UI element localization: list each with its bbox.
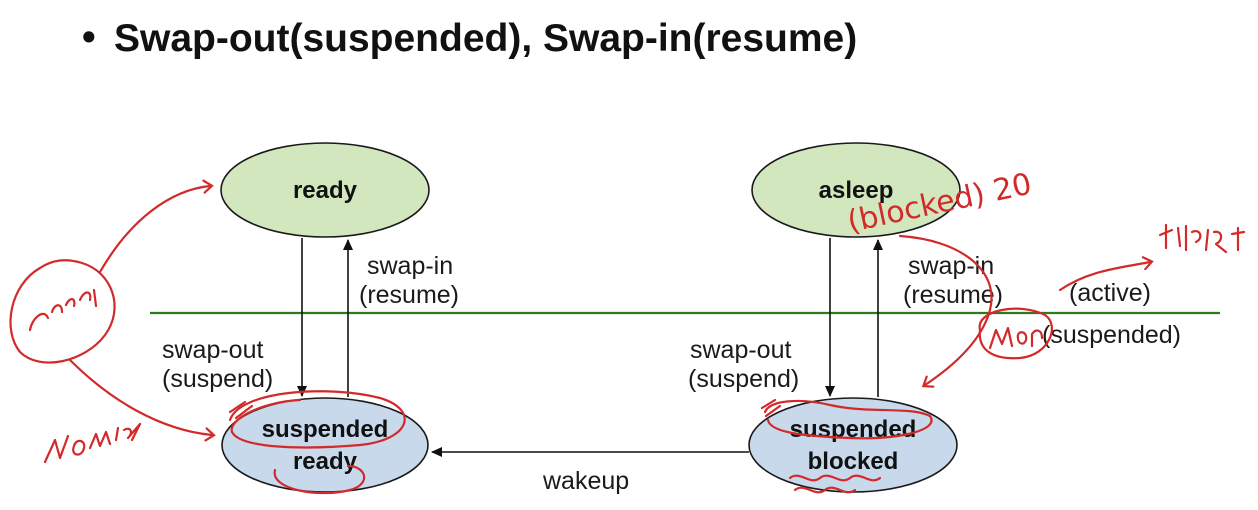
state-suspended-blocked: [748, 397, 958, 493]
label-swap-in-right: swap-in: [908, 252, 994, 280]
label-swap-out-left: swap-out: [162, 336, 263, 364]
label-suspend-left: (suspend): [162, 365, 273, 393]
state-ready-label: ready: [293, 177, 358, 204]
state-suspended-ready: [221, 397, 429, 493]
label-wakeup: wakeup: [542, 467, 629, 495]
label-swap-in-left: swap-in: [367, 252, 453, 280]
slide-title: Swap-out(suspended), Swap-in(resume): [114, 17, 857, 60]
state-ready: [220, 142, 430, 238]
title-bullet: •: [82, 16, 96, 59]
state-suspended-blocked-line2: blocked: [808, 448, 899, 475]
state-asleep-label: asleep: [819, 177, 894, 204]
label-resume-right: (resume): [903, 281, 1003, 309]
state-suspended-ready-line2: ready: [293, 448, 358, 475]
state-asleep: [751, 142, 961, 238]
label-swap-out-right: swap-out: [690, 336, 791, 364]
state-suspended-ready-line1: suspended: [262, 416, 389, 443]
region-active-label: (active): [1069, 279, 1151, 307]
label-suspend-right: (suspend): [688, 365, 799, 393]
label-resume-left: (resume): [359, 281, 459, 309]
region-suspended-label: (suspended): [1042, 321, 1181, 349]
